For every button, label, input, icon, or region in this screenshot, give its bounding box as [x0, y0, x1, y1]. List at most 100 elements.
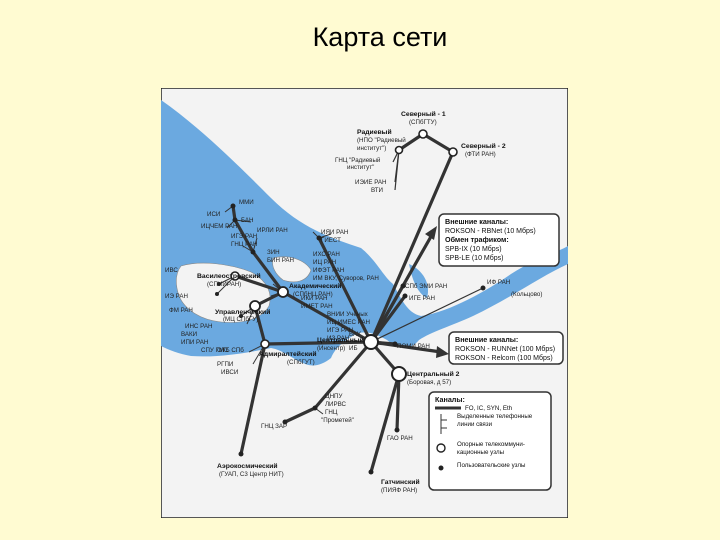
label-small-10: ИНС РАН [185, 323, 212, 330]
box1-heading1: Внешние каналы: [445, 217, 508, 226]
label-spb-evm: СПб ЭМИ РАН [405, 283, 447, 290]
box2-line1: ROKSON - RUNNet (100 Мбрs) [455, 345, 555, 353]
link-tsentr2-gatch [369, 372, 401, 474]
label-south-2: ГНЦ [325, 409, 338, 416]
link-akadem-tsentr [281, 290, 373, 344]
legend-item-1: Выделенные телефонные линии связи [457, 413, 533, 428]
legend-heading: Каналы: [435, 395, 465, 404]
arrow-to-box2 [369, 340, 443, 354]
label-upravlencheskiy: Управленческий [215, 308, 270, 316]
label-small-13: СПУ ГМС [201, 347, 229, 354]
label-pre-tsentr-0: БАУ [349, 331, 361, 338]
link-mid-akadem [251, 250, 285, 294]
arrowhead-box1 [425, 226, 437, 240]
label-severny1: Северный - 1 [401, 110, 446, 118]
node-upravlencheskiy [249, 300, 261, 312]
label-akademichesky-org: (СПбНЦ РАН) [293, 291, 333, 298]
node-tsentralny2 [391, 366, 407, 382]
neva-channel-3 [409, 264, 429, 298]
page-title: Карта сети [312, 22, 448, 52]
box1-line3: SPB-LE (10 Мбрs) [445, 254, 503, 262]
box1-heading2: Обмен трафиком: [445, 235, 509, 244]
link-sev2-tsentralny [369, 150, 455, 344]
label-right-7: ИМЕТ РАН [301, 303, 333, 310]
label-south-1: ЛИРВС [325, 401, 347, 408]
box1-line2: SPB-IX (10 Мбрs) [445, 245, 502, 253]
label-small-4: ГНЦ РАН [231, 241, 257, 248]
label-right-0: ИЯИ РАН [321, 229, 348, 236]
label-right-5: ИМ ВКУ, Суворов, РАН [313, 275, 379, 282]
label-aerokosmicheskiy: Аэрокосмический [217, 462, 278, 470]
arrowhead-box2 [436, 346, 449, 358]
link-admir-aero [239, 342, 267, 456]
box2-heading: Внешние каналы: [455, 335, 518, 344]
label-admiralteysky: Адмиралтейский [259, 350, 317, 358]
label-upravlencheskiy-org: (МЦ СПбГУ) [223, 316, 258, 323]
label-radievy-org1: (НПО "Радиевый [357, 137, 406, 144]
label-vasileostrovsky-org: (СПИИРАН) [207, 281, 241, 288]
label-small-2: ИРЛИ РАН [257, 227, 288, 234]
label-tsentralny2-org: (Боровая, д 57) [407, 379, 451, 386]
link-right-cluster [317, 236, 373, 344]
link-tsentr-ifran [370, 287, 484, 343]
label-small-7: ИВС [165, 267, 178, 274]
link-admir-tsentr [263, 340, 373, 346]
label-gao: ГАО РАН [387, 435, 413, 442]
legend-item-0: FO, IC, SYN, Eth [465, 405, 513, 412]
box2-line2: ROKSON - Relcom (100 Мбрs) [455, 354, 553, 362]
user-nodes [215, 203, 486, 475]
label-akademichesky: Академический [289, 282, 341, 290]
label-right-8: ВНИИ Учёных [327, 311, 369, 318]
label-tsentralny-org: (Инсентр) [317, 345, 345, 352]
label-south-4: ГНЦ ЗАР [261, 423, 287, 430]
neva-channel-2 [299, 313, 333, 339]
link-tsentr-south1 [313, 340, 373, 410]
label-isi: ИСИ [207, 211, 220, 218]
label-ige: ИГЕ РАН [409, 295, 435, 302]
label-gnc: ГНЦ "Радиевый [335, 157, 381, 164]
label-gatchinsky-org: (ПИЯФ РАН) [381, 487, 417, 494]
neva-channel-1 [291, 278, 341, 300]
label-small-3: ИГЭ РАН [231, 233, 257, 240]
label-severny1-org: (СПбГТУ) [409, 119, 437, 126]
label-small-16: ИВСИ [221, 369, 238, 376]
label-pre-tsentr-1: ИБ [349, 345, 358, 352]
link-vasil-akadem [233, 274, 285, 294]
label-right-6: ИКИ РАН [301, 295, 328, 302]
petrogradsky-island [272, 256, 312, 283]
label-vti: ВТИ [371, 187, 383, 194]
label-tsentralny2: Центральный 2 [407, 370, 460, 378]
label-small-12: ИПИ РАН [181, 339, 208, 346]
link-south1-gnczar [283, 406, 317, 424]
label-small-11: ВАКИ [181, 331, 197, 338]
label-small-8: ИЭ РАН [165, 293, 188, 300]
label-mmi: ММИ [239, 199, 254, 206]
link-radievy-vti [394, 149, 400, 191]
label-right-10: ИГЭ РАН [327, 327, 353, 334]
label-small-ban: БАН [241, 217, 254, 224]
label-vasileostrovsky: Василеостровский [197, 272, 261, 280]
label-radievy: Радиевый [357, 128, 392, 136]
label-severny2: Северный - 2 [461, 142, 506, 150]
label-right-3: ИЦ РАН [313, 259, 336, 266]
node-severny1 [418, 129, 428, 139]
legend-item-2: Опорные телекоммуни- кационные узлы [457, 441, 525, 456]
label-small-15: РГПИ [217, 361, 233, 368]
label-south-0: ЦНПУ [325, 393, 342, 400]
network-map-svg: Северный - 1 (СПбГТУ) Северный - 2 (ФТИ … [161, 88, 568, 518]
label-ifran-org: (Кольцово) [511, 291, 542, 298]
legend-box: Каналы: FO, IC, SYN, Eth Выделенные теле… [428, 391, 552, 491]
node-tsentralny [363, 334, 379, 350]
link-sev1-sev2 [421, 132, 455, 154]
node-severny2 [448, 147, 458, 157]
node-vasileostrovsky [230, 271, 240, 281]
network-map: Северный - 1 (СПбГТУ) Северный - 2 (ФТИ … [161, 88, 568, 518]
link-tsentr2-gao [395, 372, 401, 432]
node-akademichesky [277, 286, 289, 298]
label-gnc-2: институт" [347, 164, 374, 171]
link-sev1-radievy [397, 132, 425, 152]
label-small-14: ОТБ СПб [217, 347, 244, 354]
label-radievy-org2: институт") [357, 145, 386, 152]
label-right-2: ИХС РАН [313, 251, 340, 258]
label-small-9: ФМ РАН [169, 307, 193, 314]
